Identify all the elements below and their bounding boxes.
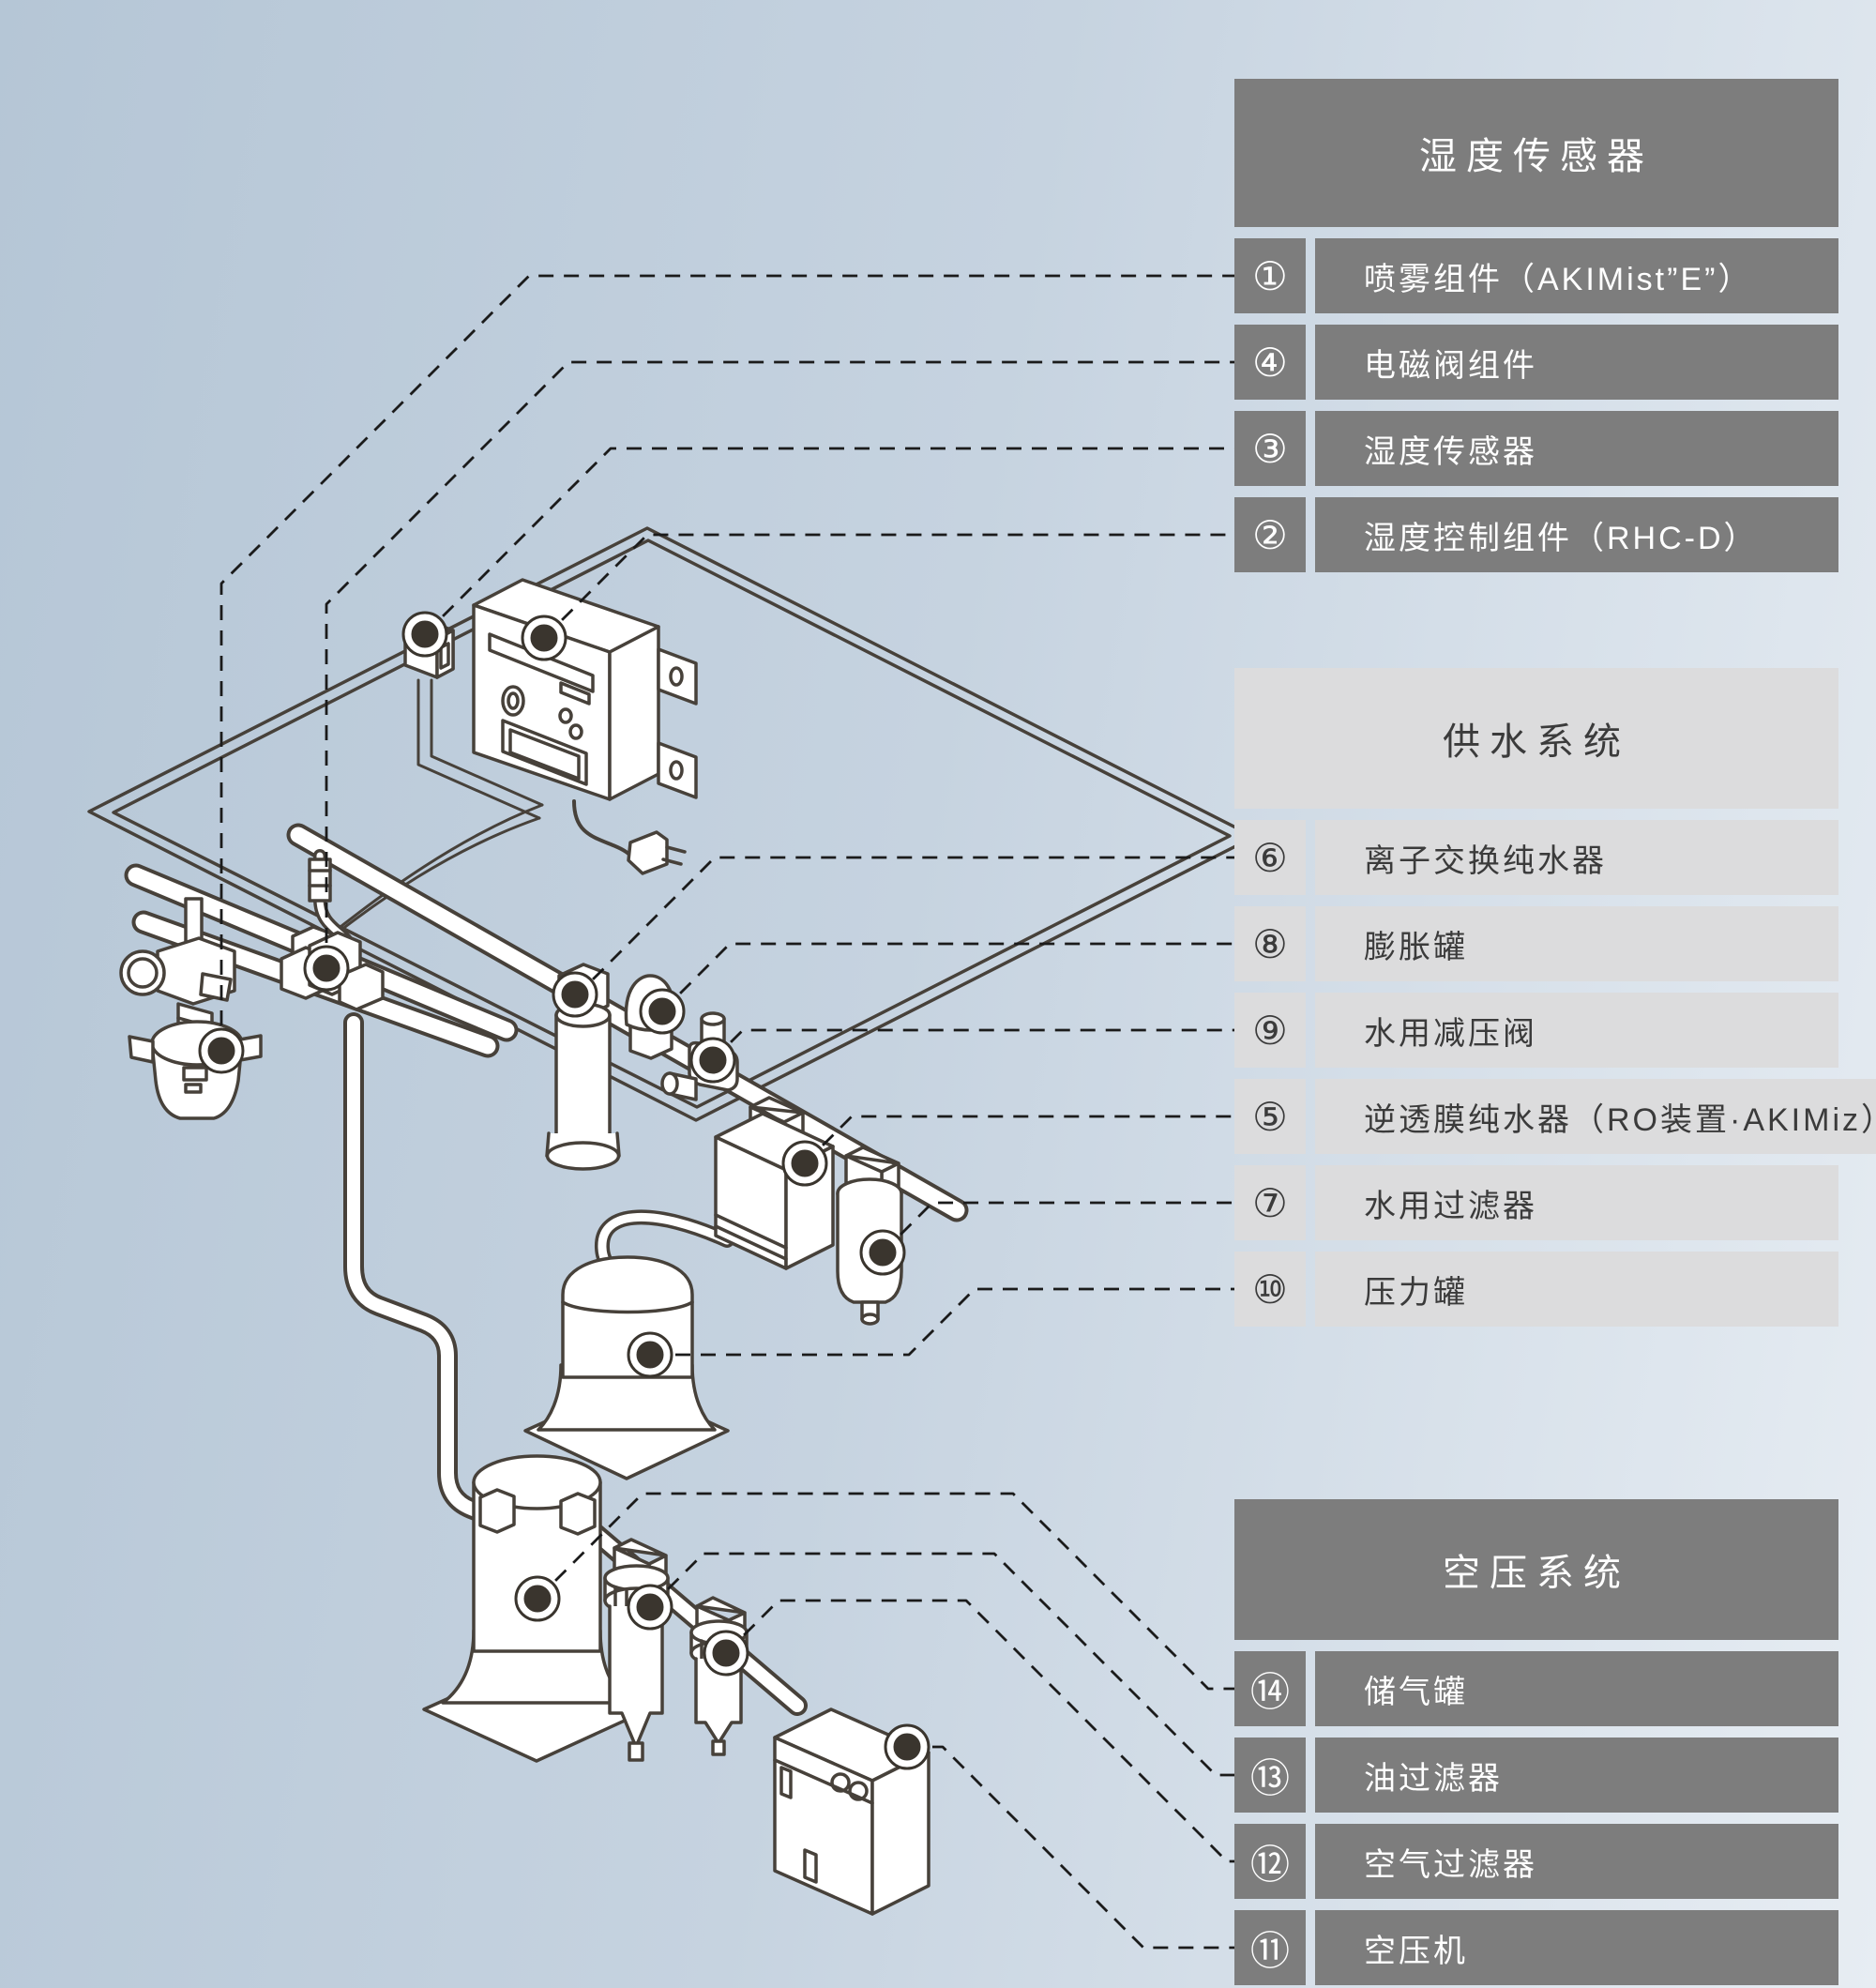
item-label: 压力罐 (1315, 1252, 1838, 1327)
section-title-air: 空压系统 (1234, 1499, 1838, 1640)
legend-item-2: ② 湿度控制组件（RHC-D） (1234, 497, 1838, 572)
item-label: 储气罐 (1315, 1651, 1838, 1726)
legend-item-8: ⑧ 膨胀罐 (1234, 906, 1838, 981)
item-label: 水用减压阀 (1315, 993, 1838, 1068)
legend-item-3: ③ 湿度传感器 (1234, 411, 1838, 486)
leader-14 (537, 1492, 1236, 1691)
item-label: 水用过滤器 (1315, 1165, 1838, 1240)
leader-13 (649, 1552, 1236, 1777)
item-label: 离子交换纯水器 (1315, 820, 1838, 895)
item-number: ③ (1234, 411, 1306, 486)
item-number: ⑭ (1234, 1651, 1306, 1726)
leader-10 (650, 1287, 1236, 1357)
component-markers (198, 611, 930, 1770)
section-title-water: 供水系统 (1234, 668, 1838, 809)
sensor-cable (319, 678, 544, 948)
legend-item-11: ⑪ 空压机 (1234, 1910, 1838, 1985)
legend-item-9: ⑨ 水用减压阀 (1234, 993, 1838, 1068)
legend-section-water: 供水系统 ⑥ 离子交换纯水器 ⑧ 膨胀罐 ⑨ 水用减压阀 ⑤ 逆透膜纯水器（RO… (1234, 668, 1876, 1327)
legend-item-6: ⑥ 离子交换纯水器 (1234, 820, 1838, 895)
item-label: 空压机 (1315, 1910, 1838, 1985)
marker-spray-unit (198, 1027, 245, 1074)
item-label: 喷雾组件（AKIMist”E”） (1315, 238, 1838, 313)
compressed-air-pipe (564, 1505, 808, 1716)
leader-lines (219, 274, 1236, 1950)
legend-section-air: 空压系统 ⑭ 储气罐 ⑬ 油过滤器 ⑫ 空气过滤器 ⑪ 空压机 (1234, 1499, 1838, 1985)
pressure-tank (523, 1255, 730, 1480)
marker-oil-filter (627, 1584, 673, 1631)
item-number: ① (1234, 238, 1306, 313)
air-compressor (773, 1707, 930, 1916)
item-label: 逆透膜纯水器（RO装置·AKIMiz） (1315, 1079, 1876, 1154)
leader-12 (725, 1599, 1236, 1863)
item-label: 空气过滤器 (1315, 1824, 1838, 1899)
marker-ro-purifier (781, 1140, 828, 1187)
leader-1 (219, 274, 1236, 1051)
item-number: ⑦ (1234, 1165, 1306, 1240)
leader-8 (661, 942, 1236, 1012)
marker-water-filter (859, 1229, 906, 1276)
leader-4 (325, 360, 1236, 968)
marker-ion-exchange (552, 971, 598, 1018)
air-riser-pipe (343, 1012, 509, 1530)
item-number: ⑫ (1234, 1824, 1306, 1899)
item-number: ⑩ (1234, 1252, 1306, 1327)
marker-humidity-sensor (401, 611, 448, 658)
legend-item-13: ⑬ 油过滤器 (1234, 1738, 1838, 1813)
marker-expansion-tank (639, 988, 686, 1035)
legend-item-1: ① 喷雾组件（AKIMist”E”） (1234, 238, 1838, 313)
leader-6 (574, 856, 1236, 998)
item-label: 湿度控制组件（RHC-D） (1315, 497, 1838, 572)
legend-item-10: ⑩ 压力罐 (1234, 1252, 1838, 1327)
marker-solenoid (303, 945, 350, 992)
item-number: ⑬ (1234, 1738, 1306, 1813)
item-label: 电磁阀组件 (1315, 325, 1838, 400)
item-label: 油过滤器 (1315, 1738, 1838, 1813)
item-number: ⑨ (1234, 993, 1306, 1068)
legend-item-12: ⑫ 空气过滤器 (1234, 1824, 1838, 1899)
legend-section-humidity: 湿度传感器 ① 喷雾组件（AKIMist”E”） ④ 电磁阀组件 ③ 湿度传感器… (1234, 79, 1838, 572)
item-label: 膨胀罐 (1315, 906, 1838, 981)
legend-item-14: ⑭ 储气罐 (1234, 1651, 1838, 1726)
marker-air-filter (703, 1630, 749, 1677)
item-number: ④ (1234, 325, 1306, 400)
marker-air-tank (514, 1575, 561, 1622)
power-cord (572, 799, 687, 875)
leader-3 (424, 447, 1236, 635)
item-number: ⑪ (1234, 1910, 1306, 1985)
marker-compressor (884, 1723, 930, 1770)
legend-item-7: ⑦ 水用过滤器 (1234, 1165, 1838, 1240)
item-number: ⑧ (1234, 906, 1306, 981)
marker-reducing-valve (689, 1037, 736, 1084)
item-number: ⑥ (1234, 820, 1306, 895)
humidity-controller-box (472, 578, 698, 801)
leader-9 (712, 1028, 1236, 1061)
marker-pressure-tank (627, 1331, 673, 1378)
item-label: 湿度传感器 (1315, 411, 1838, 486)
legend-item-4: ④ 电磁阀组件 (1234, 325, 1838, 400)
section-title-humidity: 湿度传感器 (1234, 79, 1838, 227)
legend-item-5: ⑤ 逆透膜纯水器（RO装置·AKIMiz） (1234, 1079, 1876, 1154)
plug-icon (627, 830, 687, 875)
item-number: ② (1234, 497, 1306, 572)
air-filter (689, 1596, 749, 1756)
leader-11 (907, 1745, 1236, 1950)
item-number: ⑤ (1234, 1079, 1306, 1154)
marker-controller (521, 615, 567, 661)
leader-2 (543, 533, 1236, 639)
